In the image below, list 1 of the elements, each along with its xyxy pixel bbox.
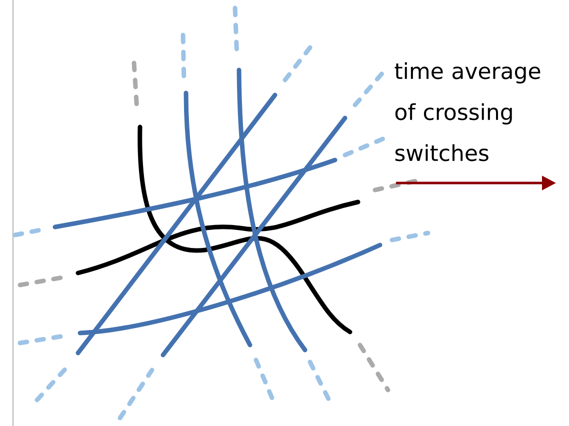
- note-text: time average of crossing switches: [394, 62, 540, 162]
